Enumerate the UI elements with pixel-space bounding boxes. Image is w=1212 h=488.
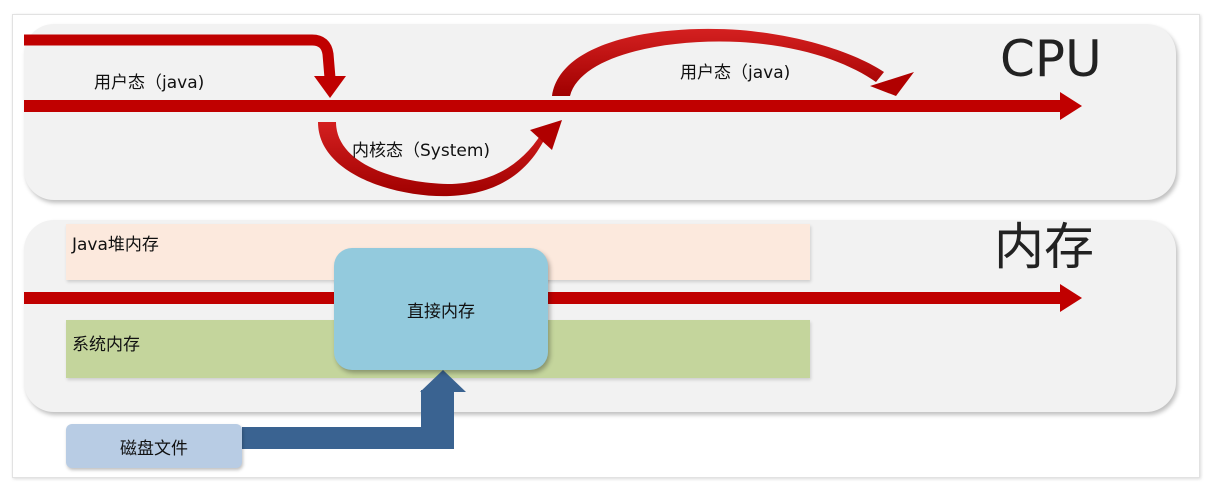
system-memory-label: 系统内存	[72, 335, 140, 355]
user-mode-return-curve-arrow	[552, 28, 914, 96]
cpu-timeline-arrow	[24, 92, 1082, 120]
disk-file-box: 磁盘文件	[66, 424, 242, 468]
user-mode-label-left: 用户态（java)	[94, 73, 205, 93]
direct-memory-box: 直接内存	[334, 248, 548, 370]
java-heap-label: Java堆内存	[72, 235, 159, 255]
memory-title: 内存	[994, 218, 1094, 276]
cpu-title: CPU	[1000, 30, 1102, 88]
kernel-mode-curve-arrow	[318, 120, 562, 197]
memory-timeline-arrow	[24, 284, 1082, 312]
disk-file-label: 磁盘文件	[120, 438, 188, 459]
direct-memory-label: 直接内存	[407, 301, 475, 322]
user-mode-entry-arrow	[24, 34, 346, 98]
kernel-mode-label: 内核态（System)	[352, 141, 491, 161]
user-mode-label-right: 用户态（java)	[680, 63, 791, 83]
disk-to-direct-memory-arrow	[242, 370, 466, 449]
